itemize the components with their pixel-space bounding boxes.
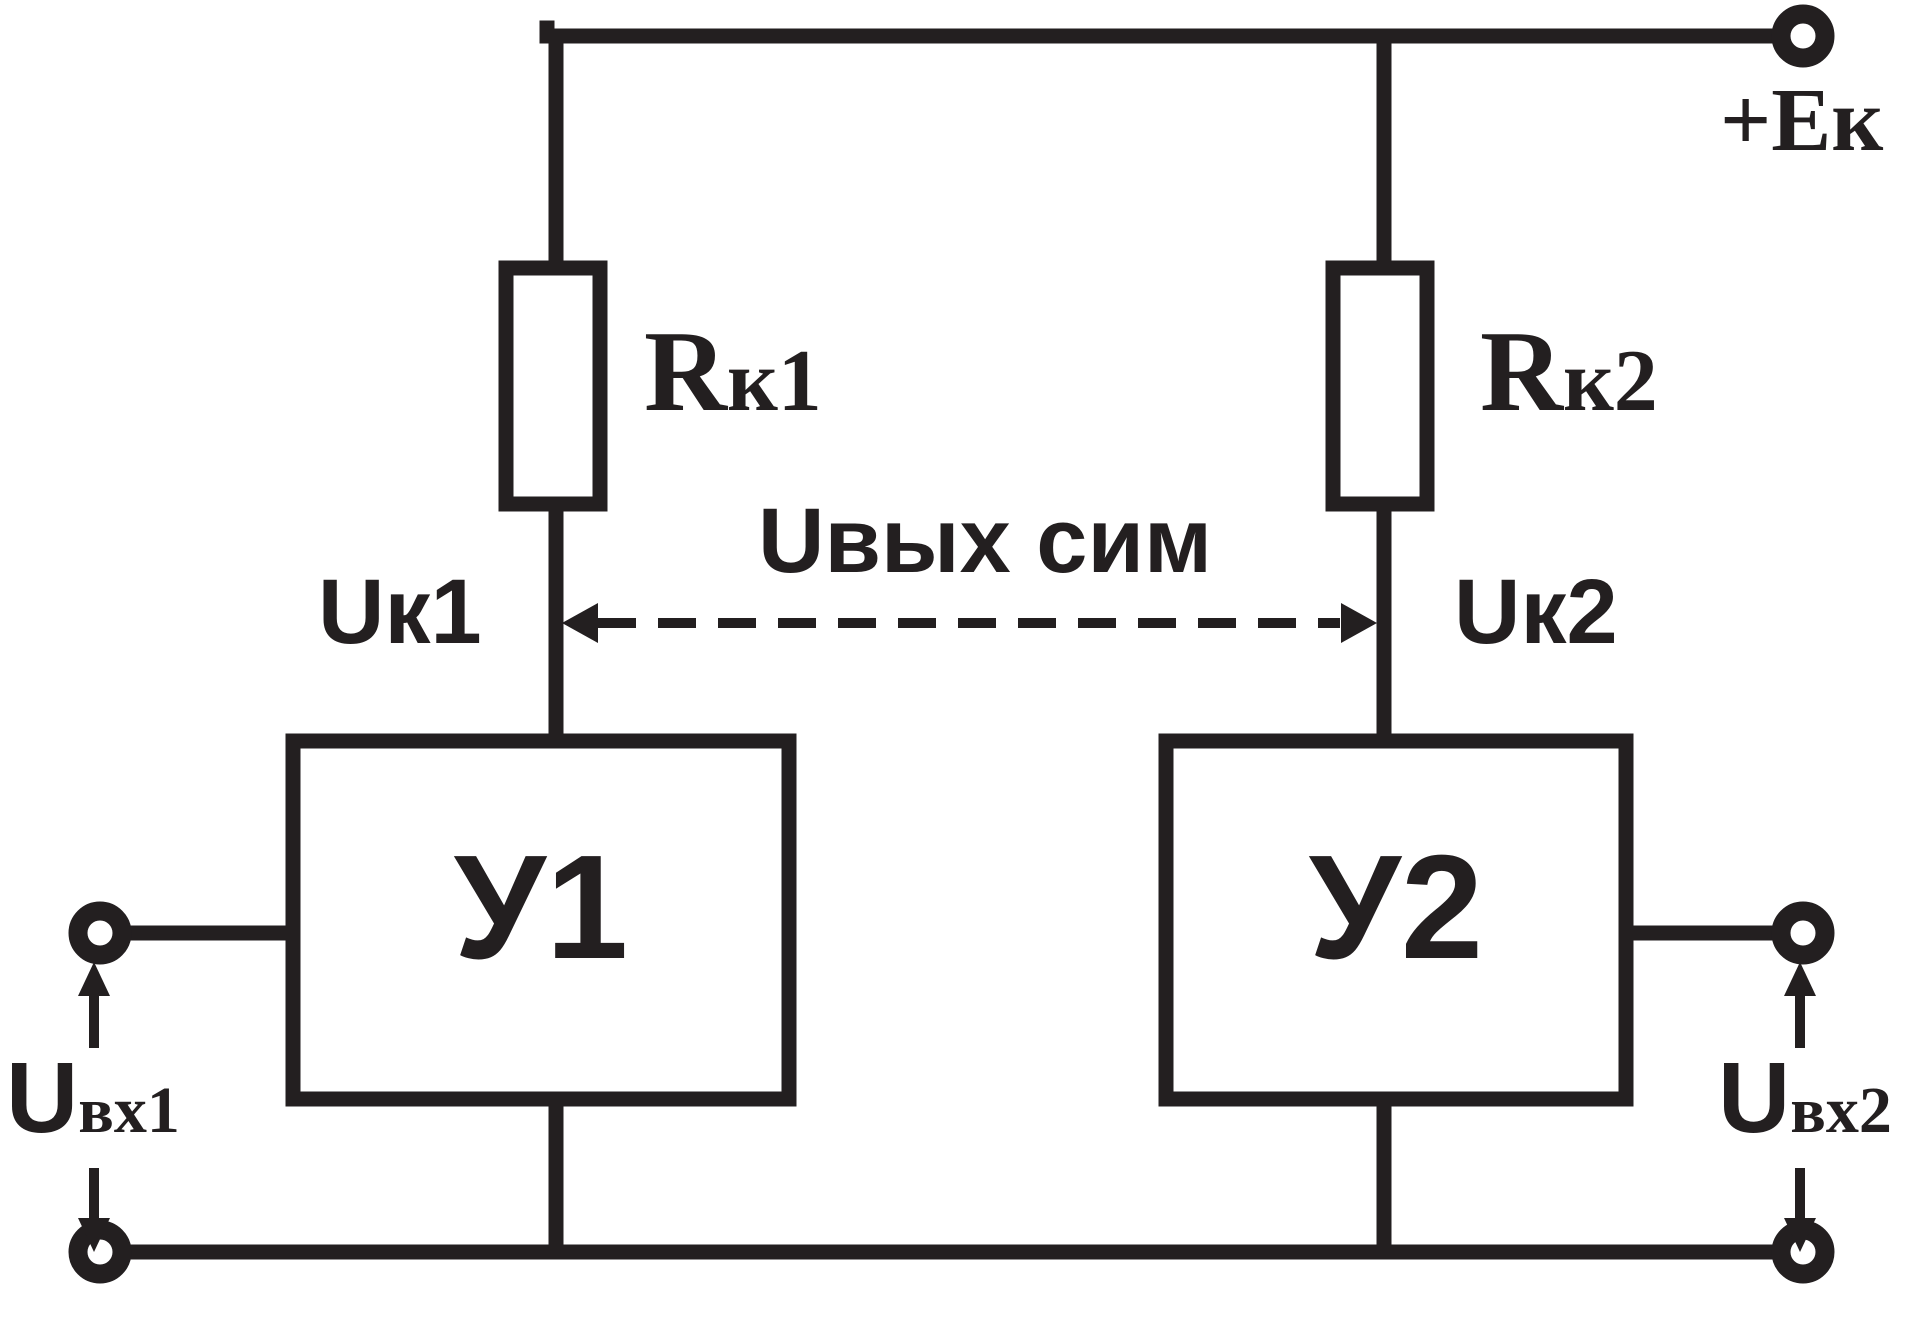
amplifier-block-u2 <box>1158 733 1634 1107</box>
uin2-arrow-down-head <box>1784 1218 1816 1252</box>
resistor-rk1-label: Rк1 <box>644 308 822 435</box>
amplifier-block-u1 <box>285 733 797 1107</box>
input-voltage-uin1-label: Uвх1 <box>6 1042 180 1154</box>
resistor-rk2-label: Rк2 <box>1480 308 1658 435</box>
collector-voltage-uk1-label: Uк1 <box>318 561 482 663</box>
terminal-input2 <box>1771 901 1835 965</box>
supply-label: +Eк <box>1720 71 1883 170</box>
terminal-supply <box>1771 4 1835 68</box>
output-voltage-label: Uвых сим <box>758 490 1212 592</box>
uin2-arrow-up-head <box>1784 962 1816 996</box>
arrowhead-right <box>1341 603 1377 643</box>
amplifier-u1-label: У1 <box>454 825 628 990</box>
uin1-arrow-up-head <box>78 962 110 996</box>
terminal-input1 <box>68 901 132 965</box>
collector-voltage-uk2-label: Uк2 <box>1454 561 1618 663</box>
uin1-arrow-down-head <box>78 1218 110 1252</box>
amplifier-u2-label: У2 <box>1309 825 1483 990</box>
input-voltage-uin2-label: Uвх2 <box>1718 1042 1892 1154</box>
arrowhead-left <box>562 603 598 643</box>
resistor-rk2 <box>1325 260 1435 512</box>
supply-rail <box>539 20 1811 44</box>
resistor-rk1 <box>498 260 608 512</box>
